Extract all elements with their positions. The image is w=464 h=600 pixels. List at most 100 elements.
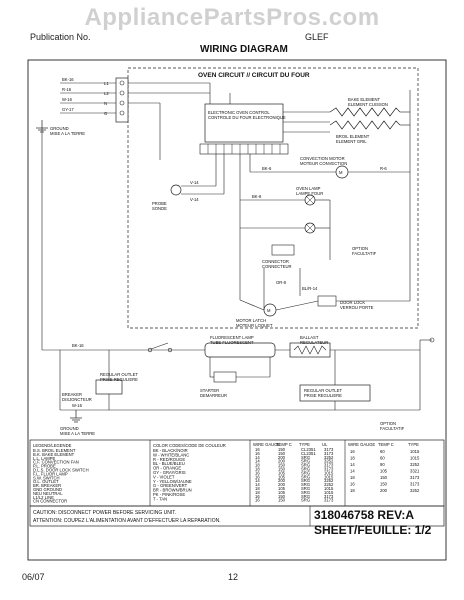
terminal-block: L1 L2 N G: [104, 77, 129, 123]
legend-item: F.L. FLUOR LAMP: [33, 471, 68, 476]
control-pins: [207, 144, 281, 154]
wire-label-bk-light: BK-16: [72, 343, 84, 348]
wire-table-cell: 105: [278, 490, 286, 495]
model-label: GLEF: [305, 32, 329, 42]
page-title: WIRING DIAGRAM: [200, 44, 288, 55]
ground-left-symbol: [70, 410, 82, 423]
wire-table-cell: 18: [255, 486, 260, 491]
diagram-frame: [27, 59, 447, 561]
wire-table2-cell: 14: [350, 462, 355, 467]
wire-table-cell: 18: [255, 467, 260, 472]
wire-table-cell: 105: [278, 470, 286, 475]
wire-table-cell: 16: [255, 498, 260, 503]
motor-symbol: M: [339, 170, 343, 175]
wire-label-w16: W-16: [62, 97, 73, 102]
wire-table-cell: SRG: [301, 486, 310, 491]
legend-item: P.L. PROBE: [33, 464, 56, 469]
wire-table-cell: 105: [278, 474, 286, 479]
wire-table-header: WIRE GAUGE: [253, 442, 280, 447]
oven-control-box: [204, 103, 284, 143]
wire-table-cell: 150: [278, 463, 286, 468]
wire-table-cell: SRG: [301, 455, 310, 460]
wire-table2-cell: 60: [380, 449, 385, 454]
wire-table-cell: 18: [255, 463, 260, 468]
color-code-item: R - RED/ROUGE: [153, 457, 185, 462]
wire-table-cell: 1015: [324, 470, 334, 475]
wire-table-cell: SRG: [301, 459, 310, 464]
publication-label: Publication No.: [30, 32, 91, 42]
wire-table-cell: 3252: [324, 478, 334, 483]
caution-text: CAUTION: DISCONNECT POWER BEFORE SERVICI…: [33, 510, 176, 516]
wire-table2-cell: 18: [350, 475, 355, 480]
wire-label-v1: V-14: [190, 180, 199, 185]
color-codes-title: COLOR CODES/CODE DE COULEUR: [153, 443, 226, 448]
wire-table-cell: 3173: [324, 451, 334, 456]
wire-table-cell: 14: [255, 455, 260, 460]
legend-item: L.L. LAMPE: [33, 456, 56, 461]
watermark: AppliancePartsPros.com: [84, 4, 380, 31]
probe-icon: [170, 184, 182, 196]
wire-table-cell: 150: [278, 494, 286, 499]
terminal-l3: [429, 337, 435, 343]
wire-table-cell: SRG: [301, 478, 310, 483]
wire-table2-cell: 90: [380, 462, 385, 467]
wire-table-cell: 16: [255, 451, 260, 456]
wire-table-cell: 14: [255, 459, 260, 464]
legend-item: S.W. SWITCH: [33, 475, 60, 480]
legend-item: B.S. BROIL ELEMENT: [33, 448, 76, 453]
wire-label-blr14: BL/R-14: [302, 286, 318, 291]
wire-table-cell: 14: [255, 482, 260, 487]
color-code-item: T - TAN: [153, 496, 167, 501]
supply-wires: [41, 82, 231, 351]
wire-table-cell: CL2351: [301, 451, 316, 456]
wire-table2-header: TEMP C: [378, 442, 394, 447]
document-number: 318046758 REV:A: [314, 508, 415, 522]
wire-table-header: UL: [322, 442, 328, 447]
wire-table-cell: 105: [278, 486, 286, 491]
wire-table-cell: 200: [278, 482, 286, 487]
wire-table-cell: SRG: [301, 463, 310, 468]
wire-table-cell: 16: [255, 474, 260, 479]
elements-wiring: [283, 90, 411, 210]
wire-table-cell: 3173: [324, 447, 334, 452]
sheet-number: SHEET/FEUILLE: 1/2: [314, 523, 432, 537]
wire-table-cell: SRG: [301, 498, 310, 503]
wire-table2-cell: 16: [350, 482, 355, 487]
terminal-l2: [119, 90, 125, 96]
wire-table-cell: 200: [278, 455, 286, 460]
wire-table2-cell: 3173: [410, 482, 420, 487]
wire-table-cell: 1015: [324, 486, 334, 491]
attention-text: ATTENTION: COUPEZ L'ALIMENTATION AVANT D…: [33, 518, 221, 524]
wire-table2-cell: 60: [380, 456, 385, 461]
wire-label-gy17: GY-17: [62, 107, 74, 112]
color-code-item: GY - GRAY/GRIS: [153, 470, 186, 475]
wire-table2-cell: 200: [380, 488, 388, 493]
wire-table-cell: 1015: [324, 490, 334, 495]
wire-table2-cell: 105: [380, 469, 388, 474]
legend-item: CN CONNECTOR: [33, 499, 67, 504]
wire-table2-cell: 3252: [410, 488, 420, 493]
wire-table-cell: SRG: [301, 494, 310, 499]
wire-table-cell: 3173: [324, 467, 334, 472]
starter-wiring: [209, 357, 271, 378]
connector-box: [271, 244, 295, 256]
caution-frame: [29, 505, 445, 527]
wire-table2-cell: 150: [380, 475, 388, 480]
wire-table2-cell: 3173: [410, 475, 420, 480]
wire-table-cell: 200: [278, 459, 286, 464]
ground-symbol: [36, 120, 48, 133]
wire-table2-cell: 1015: [410, 456, 420, 461]
legend-item: D.L.S. DOOR LOCK SWITCH: [33, 468, 89, 473]
wire-table-cell: 3252: [324, 459, 334, 464]
